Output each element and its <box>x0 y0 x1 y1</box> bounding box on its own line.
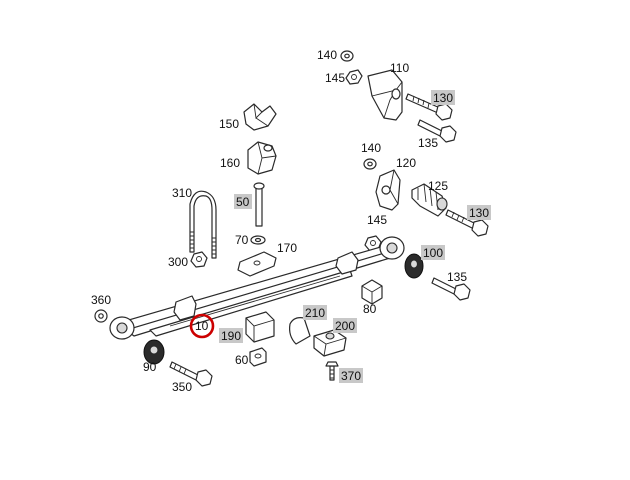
label-370[interactable]: 370 <box>341 369 361 383</box>
label-130-lower[interactable]: 130 <box>469 206 489 220</box>
washer-60[interactable] <box>249 347 267 367</box>
spacer-190[interactable] <box>245 311 275 343</box>
label-140-lower[interactable]: 140 <box>361 141 381 155</box>
highlight-circle-10 <box>189 313 215 339</box>
tag-130-upper <box>431 90 455 105</box>
label-170[interactable]: 170 <box>277 241 297 255</box>
label-360[interactable]: 360 <box>91 293 111 307</box>
label-135-lower[interactable]: 135 <box>447 270 467 284</box>
tag-50 <box>234 194 252 209</box>
bracket-210[interactable] <box>289 317 311 345</box>
label-190[interactable]: 190 <box>221 329 241 343</box>
tag-100 <box>421 245 445 260</box>
label-140-upper[interactable]: 140 <box>317 48 337 62</box>
bolt-350[interactable] <box>169 361 213 387</box>
tag-190 <box>219 328 243 343</box>
label-130-upper[interactable]: 130 <box>433 91 453 105</box>
washer-140-upper[interactable] <box>340 50 354 62</box>
bump-stop-base-160[interactable] <box>247 141 277 175</box>
bolt-130-lower[interactable] <box>445 209 489 237</box>
label-120[interactable]: 120 <box>396 156 416 170</box>
label-135-upper[interactable]: 135 <box>418 136 438 150</box>
washer-70[interactable] <box>250 235 266 245</box>
label-145-upper[interactable]: 145 <box>325 71 345 85</box>
label-10[interactable]: 10 <box>195 319 209 333</box>
bolt-370[interactable] <box>325 361 339 381</box>
shackle-120[interactable] <box>375 169 401 211</box>
leaf-spring-10[interactable] <box>109 236 405 340</box>
label-350[interactable]: 350 <box>172 380 192 394</box>
nut-145-upper[interactable] <box>345 69 363 85</box>
bolt-135-lower[interactable] <box>431 277 471 301</box>
u-bolt-310[interactable] <box>189 190 217 259</box>
bushing-100[interactable] <box>404 253 424 279</box>
plate-170[interactable] <box>237 251 277 277</box>
label-100[interactable]: 100 <box>423 246 443 260</box>
label-300[interactable]: 300 <box>168 255 188 269</box>
bump-stop-150[interactable] <box>243 103 277 131</box>
nut-300[interactable] <box>190 251 208 268</box>
label-110[interactable]: 110 <box>390 61 409 75</box>
bushing-125[interactable] <box>411 183 448 217</box>
pad-80[interactable] <box>361 279 383 305</box>
bushing-90[interactable] <box>143 339 165 365</box>
label-80[interactable]: 80 <box>363 302 377 316</box>
label-90[interactable]: 90 <box>143 360 157 374</box>
label-50[interactable]: 50 <box>236 195 250 209</box>
bolt-130-upper[interactable] <box>405 93 453 121</box>
tag-210 <box>303 305 327 320</box>
shackle-bracket-110[interactable] <box>367 69 403 121</box>
label-310[interactable]: 310 <box>172 186 192 200</box>
tag-130-lower <box>467 205 491 220</box>
label-145-lower[interactable]: 145 <box>367 213 387 227</box>
label-160[interactable]: 160 <box>220 156 240 170</box>
label-60[interactable]: 60 <box>235 353 249 367</box>
tag-200 <box>333 318 357 333</box>
label-210[interactable]: 210 <box>305 306 325 320</box>
tag-370 <box>339 368 363 383</box>
bracket-200[interactable] <box>313 329 347 357</box>
label-125[interactable]: 125 <box>428 179 448 193</box>
label-200[interactable]: 200 <box>335 319 355 333</box>
label-150[interactable]: 150 <box>219 117 239 131</box>
bolt-135-upper[interactable] <box>417 119 457 143</box>
washer-360[interactable] <box>94 309 108 323</box>
bolt-50[interactable] <box>253 182 265 227</box>
washer-140-lower[interactable] <box>363 158 377 170</box>
label-70[interactable]: 70 <box>235 233 249 247</box>
